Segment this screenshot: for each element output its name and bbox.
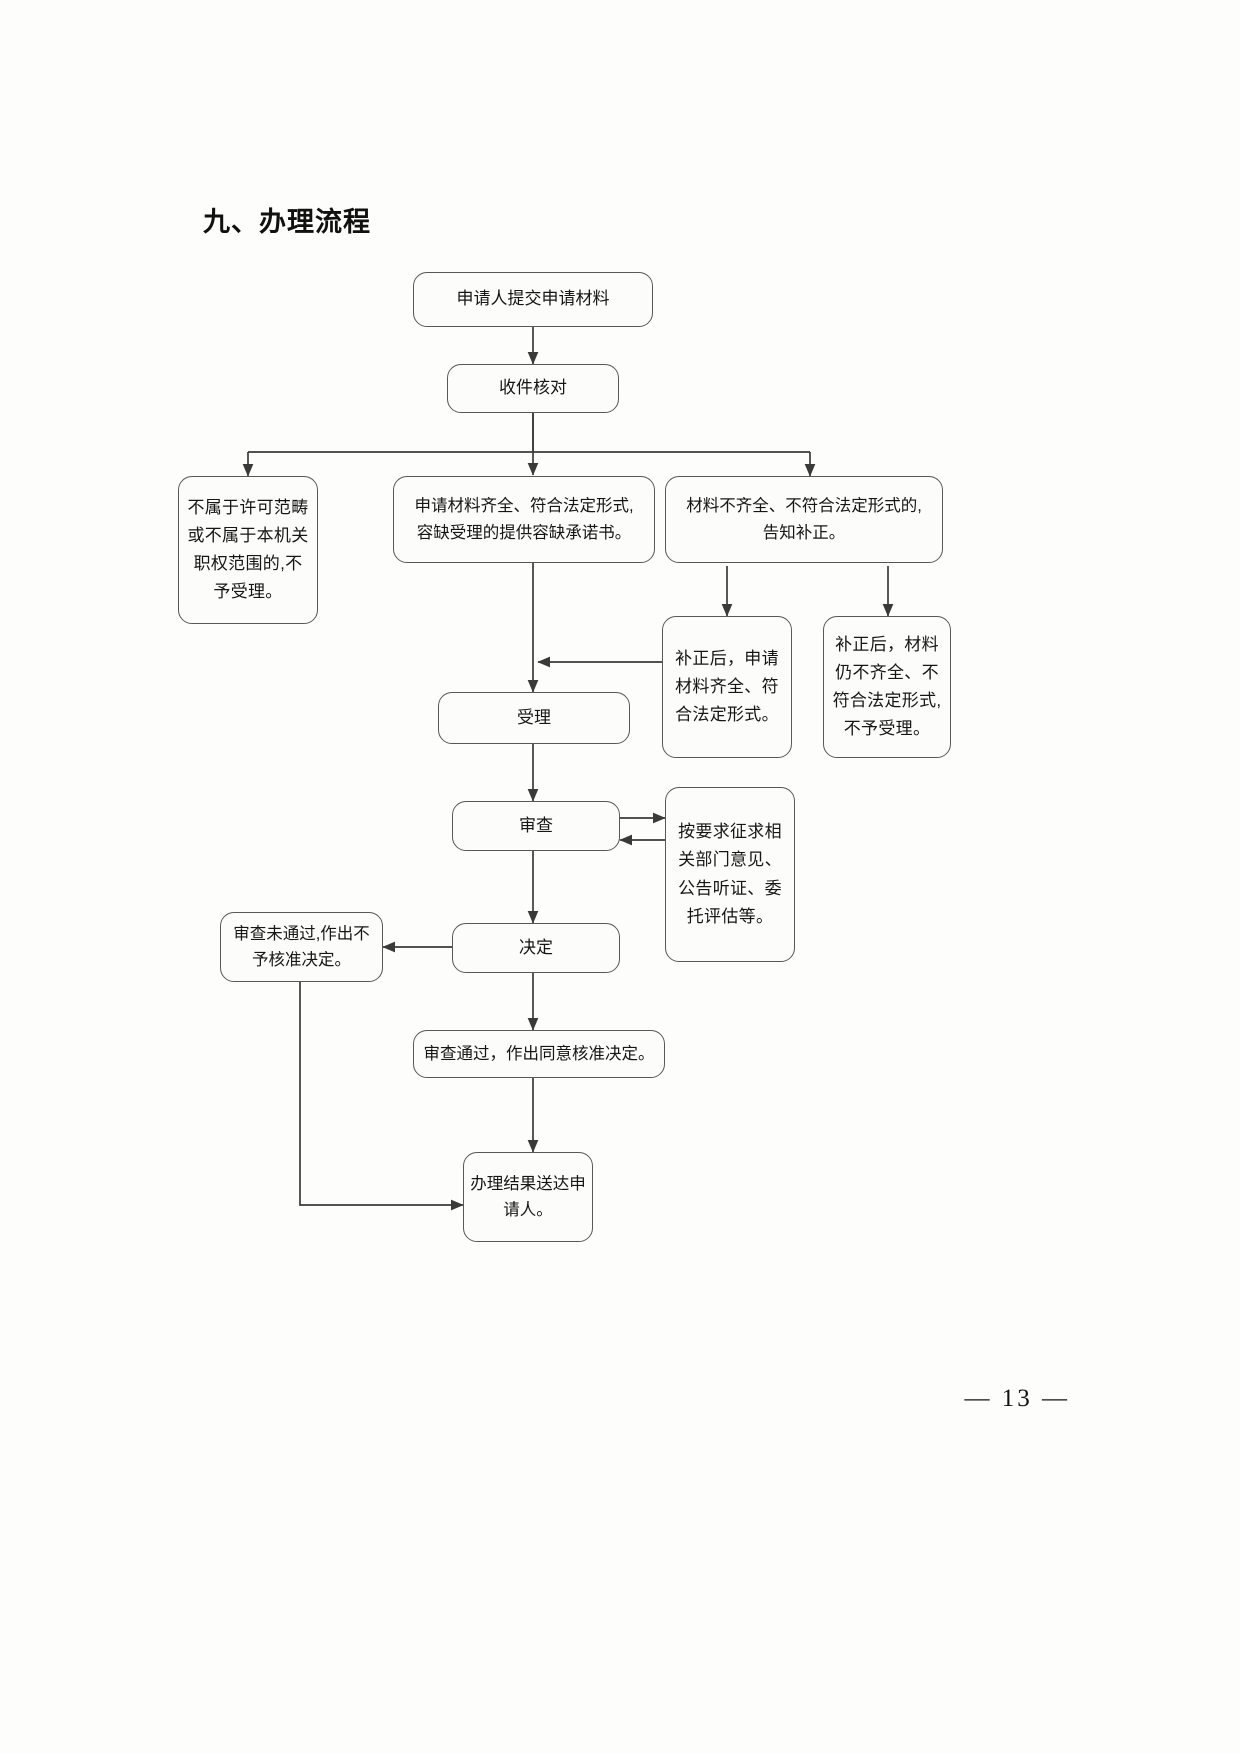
page-number: — 13 — <box>964 1385 1070 1412</box>
flow-node-materials-incomplete[interactable]: 材料不齐全、不符合法定形式的, 告知补正。 <box>665 476 943 563</box>
flow-node-deliver-result[interactable]: 办理结果送达申请人。 <box>463 1152 593 1242</box>
flow-node-review[interactable]: 审查 <box>452 801 620 851</box>
flow-node-review-failed[interactable]: 审查未通过,作出不予核准决定。 <box>220 912 383 982</box>
flow-node-decision[interactable]: 决定 <box>452 923 620 973</box>
flow-node-materials-complete[interactable]: 申请材料齐全、符合法定形式, 容缺受理的提供容缺承诺书。 <box>393 476 655 563</box>
flow-node-after-supplement-still-incomplete[interactable]: 补正后，材料仍不齐全、不符合法定形式,不予受理。 <box>823 616 951 758</box>
flow-node-submit-application[interactable]: 申请人提交申请材料 <box>413 272 653 327</box>
page-title: 九、办理流程 <box>203 207 371 237</box>
flow-node-review-passed[interactable]: 审查通过，作出同意核准决定。 <box>413 1030 665 1078</box>
edge-check-bus <box>248 413 810 453</box>
flow-node-accept[interactable]: 受理 <box>438 692 630 744</box>
flow-node-consult-departments[interactable]: 按要求征求相关部门意见、公告听证、委托评估等。 <box>665 787 795 962</box>
edge-rejectdecision-to-deliver <box>299 982 464 1211</box>
flow-node-receive-and-verify[interactable]: 收件核对 <box>447 364 619 413</box>
flow-node-out-of-scope-reject[interactable]: 不属于许可范畴或不属于本机关职权范围的,不予受理。 <box>178 476 318 624</box>
flow-node-after-supplement-complete[interactable]: 补正后，申请材料齐全、符合法定形式。 <box>662 616 792 758</box>
